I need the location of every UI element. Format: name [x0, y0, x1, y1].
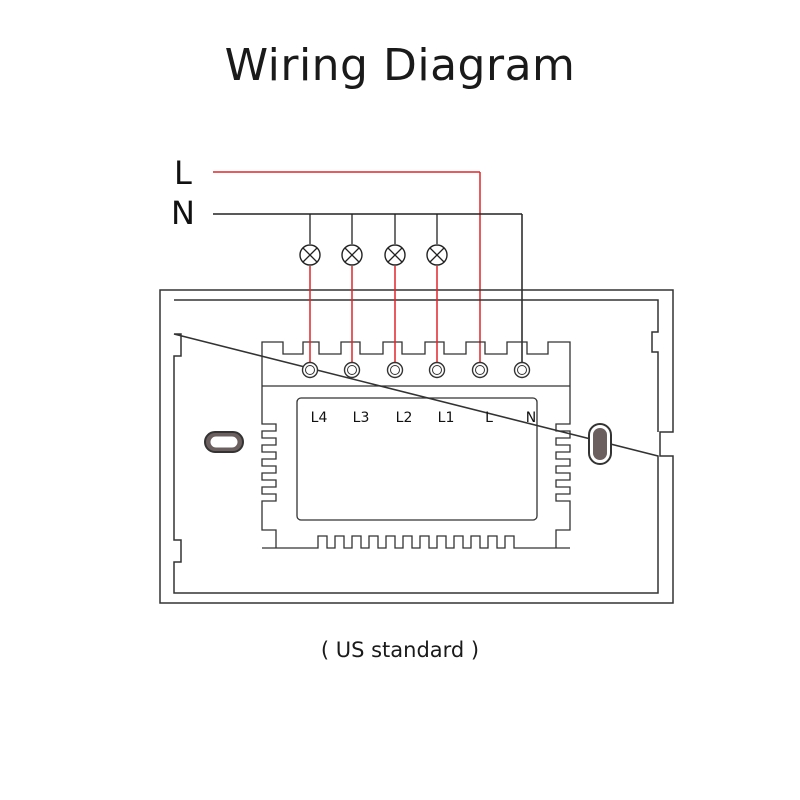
mounting-slot-icon: [209, 435, 239, 449]
mounting-slot-icon: [593, 428, 607, 460]
lamp-icon: [384, 244, 406, 266]
neutral-supply-label: N: [171, 194, 195, 232]
terminal-label: L2: [396, 410, 413, 426]
terminal-screw-icon: [513, 361, 531, 379]
terminal-label: N: [526, 410, 536, 426]
lamp-icon: [426, 244, 448, 266]
terminal-screw-icon: [343, 361, 361, 379]
left-comb: [261, 386, 277, 548]
lamp-icon: [299, 244, 321, 266]
terminal-label: L1: [438, 410, 455, 426]
standard-caption: ( US standard ): [320, 638, 480, 662]
terminal-screw-icon: [301, 361, 319, 379]
terminal-screw-icon: [471, 361, 489, 379]
bottom-teeth: [262, 535, 570, 549]
diagram-title: Wiring Diagram: [224, 40, 576, 91]
live-supply-label: L: [174, 154, 192, 192]
terminal-screw-icon: [386, 361, 404, 379]
lamp-icon: [341, 244, 363, 266]
terminal-label: L: [485, 410, 493, 426]
switch-plate: [159, 289, 674, 604]
terminal-label: L3: [353, 410, 370, 426]
terminal-label: L4: [311, 410, 328, 426]
terminal-screw-icon: [428, 361, 446, 379]
switch-module: [261, 341, 571, 549]
right-comb: [555, 386, 571, 548]
